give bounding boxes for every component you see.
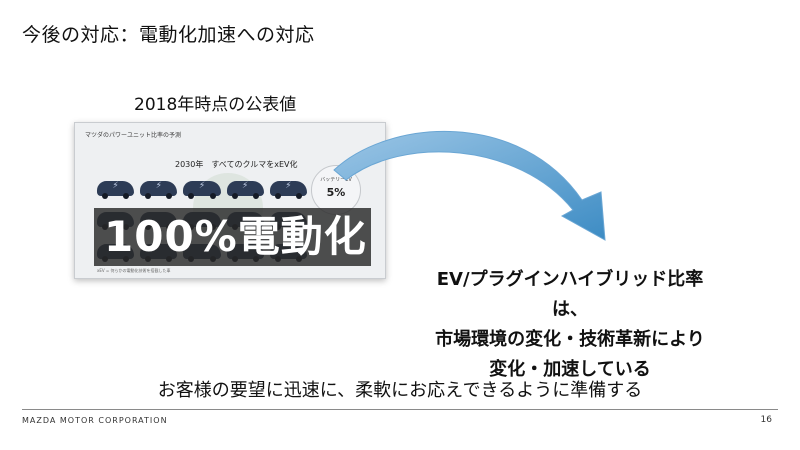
bottom-message: お客様の要望に迅速に、柔軟にお応えできるように準備する (157, 380, 643, 401)
badge-label: バッテリーEV (320, 177, 352, 183)
slide-title: 今後の対応：電動化加速への対応 (22, 24, 315, 46)
ev-message-line-1: EV/プラグインハイブリッド比率は、 (436, 269, 704, 320)
footer-divider (22, 409, 778, 410)
slide-subtitle: 2018年時点の公表値 (134, 95, 297, 115)
car-icon: ⚡ (97, 181, 135, 200)
badge-value: 5% (326, 186, 346, 199)
overlay-text: 100%電動化 (104, 212, 367, 261)
ev-message-line-3: 変化・加速している (489, 359, 651, 380)
bolt-icon: ⚡ (155, 181, 162, 192)
thumbnail-title: マツダのパワーユニット比率の予測 (85, 132, 182, 139)
page-number: 16 (760, 415, 772, 425)
curved-arrow-icon (333, 130, 606, 241)
bolt-icon: ⚡ (112, 181, 119, 192)
ev-ratio-message: EV/プラグインハイブリッド比率は、 市場環境の変化・技術革新により 変化・加速… (420, 265, 720, 385)
car-icon: ⚡ (140, 181, 178, 200)
bolt-icon: ⚡ (242, 181, 249, 192)
ev-message-line-2: 市場環境の変化・技術革新により (435, 329, 705, 350)
car-icon: ⚡ (269, 181, 307, 200)
car-icon: ⚡ (226, 181, 264, 200)
bolt-icon: ⚡ (285, 181, 292, 192)
bolt-icon: ⚡ (198, 181, 206, 192)
thumbnail-heading: 2030年 すべてのクルマをxEV化 (175, 160, 298, 169)
footer-company-name: MAZDA MOTOR CORPORATION (22, 416, 168, 425)
overlay-banner (94, 208, 371, 266)
car-icon: ⚡ (183, 181, 221, 200)
thumbnail-footnote: xEV = 何らかの電動化技術を搭載した車 (97, 268, 171, 273)
